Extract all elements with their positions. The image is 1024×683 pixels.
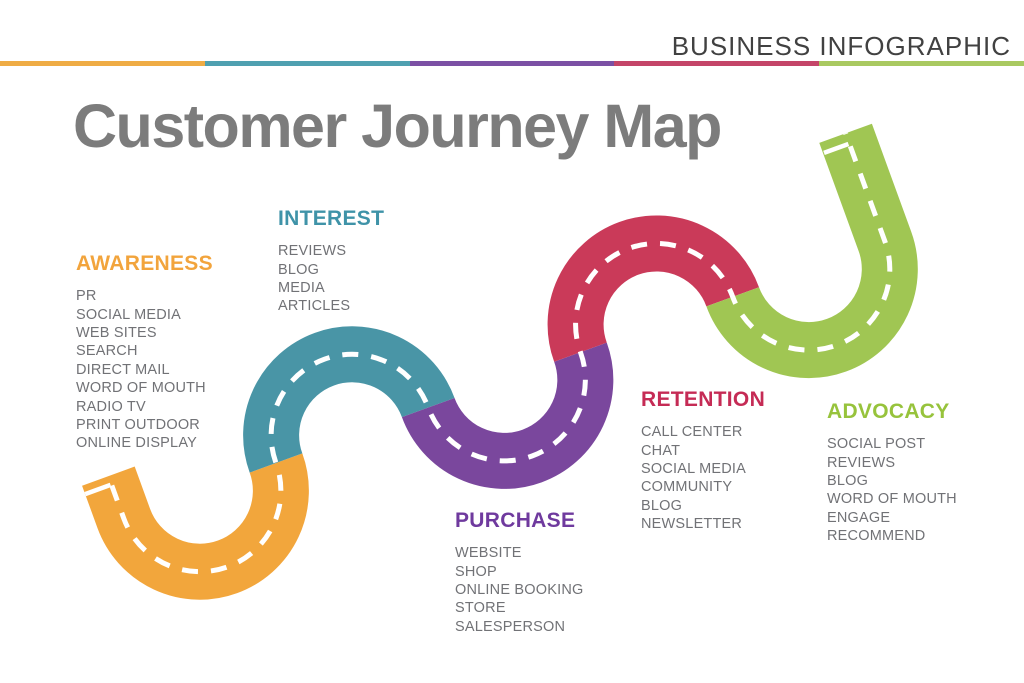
list-item: SEARCH — [76, 343, 138, 360]
list-item: WORD OF MOUTH — [76, 380, 206, 397]
list-item: WEB SITES — [76, 324, 157, 341]
list-item: RADIO TV — [76, 398, 146, 415]
divider-segment-teal — [204, 61, 410, 66]
road-end-stop-line — [823, 141, 850, 155]
list-item: MEDIA — [278, 279, 325, 296]
stage-interest-label: INTEREST — [278, 207, 385, 230]
stage-awareness: AWARENESS PR SOCIAL MEDIA WEB SITES SEAR… — [76, 252, 213, 453]
road-segment-interest — [243, 326, 455, 473]
stage-retention-label: RETENTION — [641, 388, 766, 411]
list-item: PR — [76, 288, 97, 305]
list-item: SOCIAL MEDIA — [76, 306, 181, 323]
stage-retention: RETENTION CALL CENTER CHAT SOCIAL MEDIA … — [641, 388, 765, 534]
road-center-dashed-line — [106, 132, 893, 575]
stage-purchase-items: WEBSITE SHOP ONLINE BOOKING STORE SALESP… — [455, 544, 584, 636]
list-item: DIRECT MAIL — [76, 361, 170, 378]
list-item: COMMUNITY — [641, 479, 733, 496]
list-item: BLOG — [641, 497, 683, 514]
road-segment-advocacy — [706, 123, 918, 379]
stage-purchase-label: PURCHASE — [455, 509, 576, 532]
list-item: ONLINE BOOKING — [455, 581, 584, 598]
list-item: REVIEWS — [278, 243, 347, 260]
list-item: SHOP — [455, 563, 497, 580]
stage-awareness-label: AWARENESS — [76, 252, 213, 275]
list-item: BLOG — [827, 472, 869, 489]
list-item: WEBSITE — [455, 545, 522, 562]
list-item: NEWSLETTER — [641, 516, 743, 533]
divider-segment-red — [614, 61, 820, 66]
stage-interest-items: REVIEWS BLOG MEDIA ARTICLES — [278, 242, 384, 316]
stage-purchase: PURCHASE WEBSITE SHOP ONLINE BOOKING STO… — [455, 509, 584, 636]
list-item: ENGAGE — [827, 509, 891, 526]
list-item: RECOMMEND — [827, 528, 926, 545]
stage-retention-items: CALL CENTER CHAT SOCIAL MEDIA COMMUNITY … — [641, 423, 765, 533]
road-start-stop-line — [84, 482, 112, 497]
stage-awareness-items: PR SOCIAL MEDIA WEB SITES SEARCH DIRECT … — [76, 287, 213, 453]
stage-advocacy-items: SOCIAL POST REVIEWS BLOG WORD OF MOUTH E… — [827, 435, 957, 545]
list-item: SOCIAL POST — [827, 436, 926, 453]
stage-advocacy: ADVOCACY SOCIAL POST REVIEWS BLOG WORD O… — [827, 400, 957, 546]
road-segment-purchase — [401, 342, 614, 489]
divider-segment-orange — [0, 61, 205, 66]
stage-advocacy-label: ADVOCACY — [827, 400, 950, 423]
list-item: BLOG — [278, 261, 320, 278]
road-segment-retention — [547, 215, 759, 362]
list-item: ARTICLES — [278, 298, 351, 315]
list-item: SOCIAL MEDIA — [641, 460, 746, 477]
list-item: PRINT OUTDOOR — [76, 416, 200, 433]
divider-segment-green — [819, 61, 1024, 66]
stage-interest: INTEREST REVIEWS BLOG MEDIA ARTICLES — [278, 207, 384, 316]
list-item: STORE — [455, 600, 506, 617]
list-item: ONLINE DISPLAY — [76, 435, 197, 452]
list-item: CALL CENTER — [641, 424, 743, 441]
list-item: CHAT — [641, 442, 681, 459]
divider-segment-purple — [409, 61, 615, 66]
color-divider-bar — [0, 61, 1024, 66]
brand-title: BUSINESS INFOGRAPHIC — [671, 31, 1011, 61]
list-item: SALESPERSON — [455, 618, 566, 635]
page-title: Customer Journey Map — [73, 92, 722, 160]
list-item: REVIEWS — [827, 454, 896, 471]
list-item: WORD OF MOUTH — [827, 491, 957, 508]
